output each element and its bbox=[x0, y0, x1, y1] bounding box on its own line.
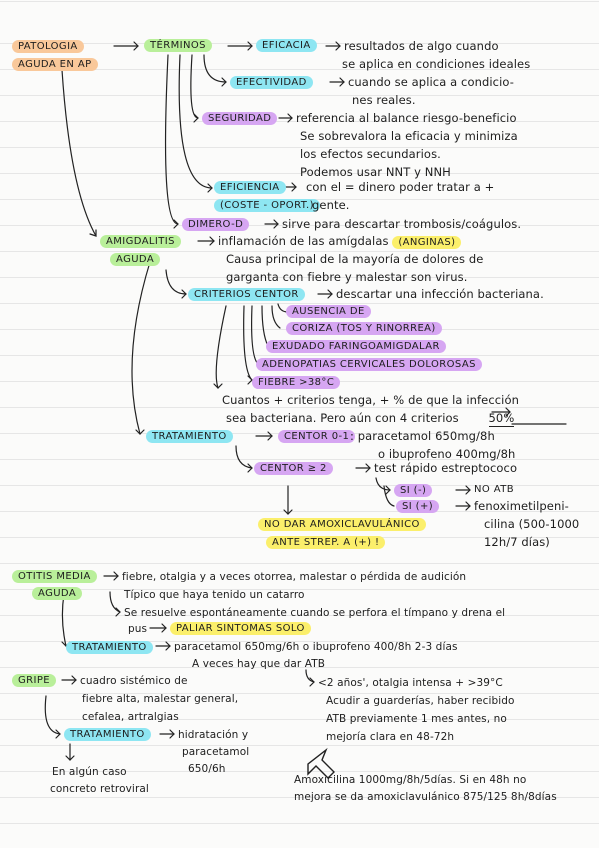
paliar-sintomas-label: PALIAR SINTOMAS SOLO bbox=[170, 622, 311, 635]
criterio-item: AUSENCIA DE bbox=[286, 305, 371, 318]
otitis-label-2: AGUDA bbox=[32, 587, 83, 600]
efectividad-def-2: nes reales. bbox=[352, 93, 416, 107]
efectividad-label: EFECTIVIDAD bbox=[230, 76, 313, 89]
anginas-label: (ANGINAS) bbox=[392, 236, 462, 249]
amigdalitis-def-2: Causa principal de la mayoría de dolores… bbox=[226, 252, 484, 266]
seguridad-def-1: referencia al balance riesgo-beneficio bbox=[296, 111, 517, 125]
criterios-note-2: sea bacteriana. Pero aún con 4 criterios bbox=[226, 411, 459, 425]
amigdalitis-def-1: inflamación de las amígdalas bbox=[218, 234, 389, 248]
centor-2-label: CENTOR ≥ 2 bbox=[254, 462, 333, 475]
eficacia-def-2: se aplica en condiciones ideales bbox=[342, 57, 531, 71]
warning-amoxiclav-1: NO DAR AMOXICLAVULÁNICO bbox=[258, 518, 426, 531]
seguridad-label: SEGURIDAD bbox=[202, 112, 278, 125]
atb-condicion-2: Acudir a guarderías, haber recibido bbox=[326, 695, 515, 707]
gripe-tratamiento-def-2: paracetamol bbox=[182, 746, 250, 758]
otitis-def-3: Se resuelve espontáneamente cuando se pe… bbox=[124, 607, 506, 619]
criterio-item: CORIZA (TOS Y RINORREA) bbox=[286, 322, 442, 335]
otitis-def-1: fiebre, otalgia y a veces otorrea, males… bbox=[122, 571, 467, 583]
gripe-note-1: En algún caso bbox=[52, 766, 127, 778]
amigdalitis-tratamiento-label: TRATAMIENTO bbox=[146, 430, 233, 443]
eficiencia-label: EFICIENCIA bbox=[214, 181, 286, 194]
atb-condicion-1: <2 años', otalgia intensa + >39°C bbox=[318, 677, 503, 689]
gripe-def-3: cefalea, artralgias bbox=[82, 711, 179, 723]
test-estreptococo: test rápido estreptococo bbox=[374, 461, 518, 475]
gripe-tratamiento-def-3: 650/6h bbox=[188, 763, 226, 775]
criterio-item: FIEBRE >38°C bbox=[252, 376, 341, 389]
gripe-def-1: cuadro sistémico de bbox=[80, 675, 188, 687]
centor-0-1-opt-1: : paracetamol 650mg/8h bbox=[350, 429, 495, 443]
efectividad-def-1: cuando se aplica a condicio- bbox=[348, 75, 514, 89]
gripe-tratamiento-def-1: hidratación y bbox=[178, 729, 249, 741]
si-positivo-label: SI (+) bbox=[396, 500, 440, 513]
amoxicilina-2: mejora se da amoxiclavulánico 875/125 8h… bbox=[294, 791, 557, 803]
seguridad-def-2: Se sobrevalora la eficacia y minimiza bbox=[300, 129, 518, 143]
atb-condicion-4: mejoría clara en 48-72h bbox=[326, 731, 455, 743]
amoxicilina-1: Amoxicilina 1000mg/8h/5días. Si en 48h n… bbox=[294, 774, 527, 786]
patologia-label-2: AGUDA EN AP bbox=[12, 58, 98, 71]
otitis-tratamiento-label: TRATAMIENTO bbox=[66, 641, 153, 654]
fenoximetil-3: 12h/7 días) bbox=[484, 535, 550, 549]
gripe-label: GRIPE bbox=[12, 674, 56, 687]
eficiencia-def-2: gente. bbox=[312, 198, 350, 212]
amigdalitis-def-3: garganta con fiebre y malestar son virus… bbox=[226, 270, 468, 284]
eficiencia-label-2: (COSTE - OPORT.) bbox=[214, 199, 320, 212]
otitis-def-4: pus bbox=[128, 623, 148, 635]
fenoximetil-1: fenoximetilpeni- bbox=[474, 499, 569, 513]
criterio-item: EXUDADO FARINGOAMIGDALAR bbox=[266, 340, 446, 353]
eficacia-def-1: resultados de algo cuando bbox=[344, 39, 499, 53]
otitis-tratamiento-def-1: paracetamol 650mg/6h o ibuprofeno 400/8h… bbox=[174, 641, 458, 653]
otitis-label: OTITIS MEDIA bbox=[12, 570, 97, 583]
gripe-tratamiento-label: TRATAMIENTO bbox=[64, 728, 151, 741]
eficacia-label: EFICACIA bbox=[256, 39, 317, 52]
fenoximetil-2: cilina (500-1000 bbox=[484, 517, 580, 531]
gripe-def-2: fiebre alta, malestar general, bbox=[82, 693, 239, 705]
atb-condicion-3: ATB previamente 1 mes antes, no bbox=[326, 713, 507, 725]
otitis-tratamiento-def-2: A veces hay que dar ATB bbox=[192, 658, 326, 670]
gripe-note-2: concreto retroviral bbox=[50, 783, 149, 795]
criterios-note-1: Cuantos + criterios tenga, + % de que la… bbox=[222, 393, 519, 407]
warning-amoxiclav-2: ANTE STREP. A (+) ! bbox=[266, 536, 386, 549]
eficiencia-def-1: con el = dinero poder tratar a + bbox=[306, 180, 495, 194]
dimero-def: sirve para descartar trombosis/coágulos. bbox=[282, 217, 522, 231]
criterio-item: ADENOPATIAS CERVICALES DOLOROSAS bbox=[256, 358, 482, 371]
centor-0-1-label: CENTOR 0-1 bbox=[278, 430, 356, 443]
dimero-label: DIMERO-D bbox=[182, 218, 250, 231]
criterios-centor-def: descartar una infección bacteriana. bbox=[336, 287, 544, 301]
seguridad-def-3: los efectos secundarios. bbox=[300, 147, 441, 161]
amigdalitis-label: AMIGDALITIS bbox=[100, 235, 181, 248]
si-negativo-label: SI (-) bbox=[394, 484, 433, 497]
criterios-note-pct: 50% bbox=[488, 411, 515, 427]
patologia-label: PATOLOGIA bbox=[12, 40, 84, 53]
no-atb-label: NO ATB bbox=[474, 484, 514, 495]
terminos-label: TÉRMINOS bbox=[144, 39, 212, 52]
amigdalitis-label-2: AGUDA bbox=[110, 253, 161, 266]
centor-0-1-opt-2: o ibuprofeno 400mg/8h bbox=[378, 447, 516, 461]
seguridad-def-4: Podemos usar NNT y NNH bbox=[300, 165, 451, 179]
criterios-centor-label: CRITERIOS CENTOR bbox=[188, 288, 305, 301]
otitis-def-2: Típico que haya tenido un catarro bbox=[124, 589, 305, 601]
